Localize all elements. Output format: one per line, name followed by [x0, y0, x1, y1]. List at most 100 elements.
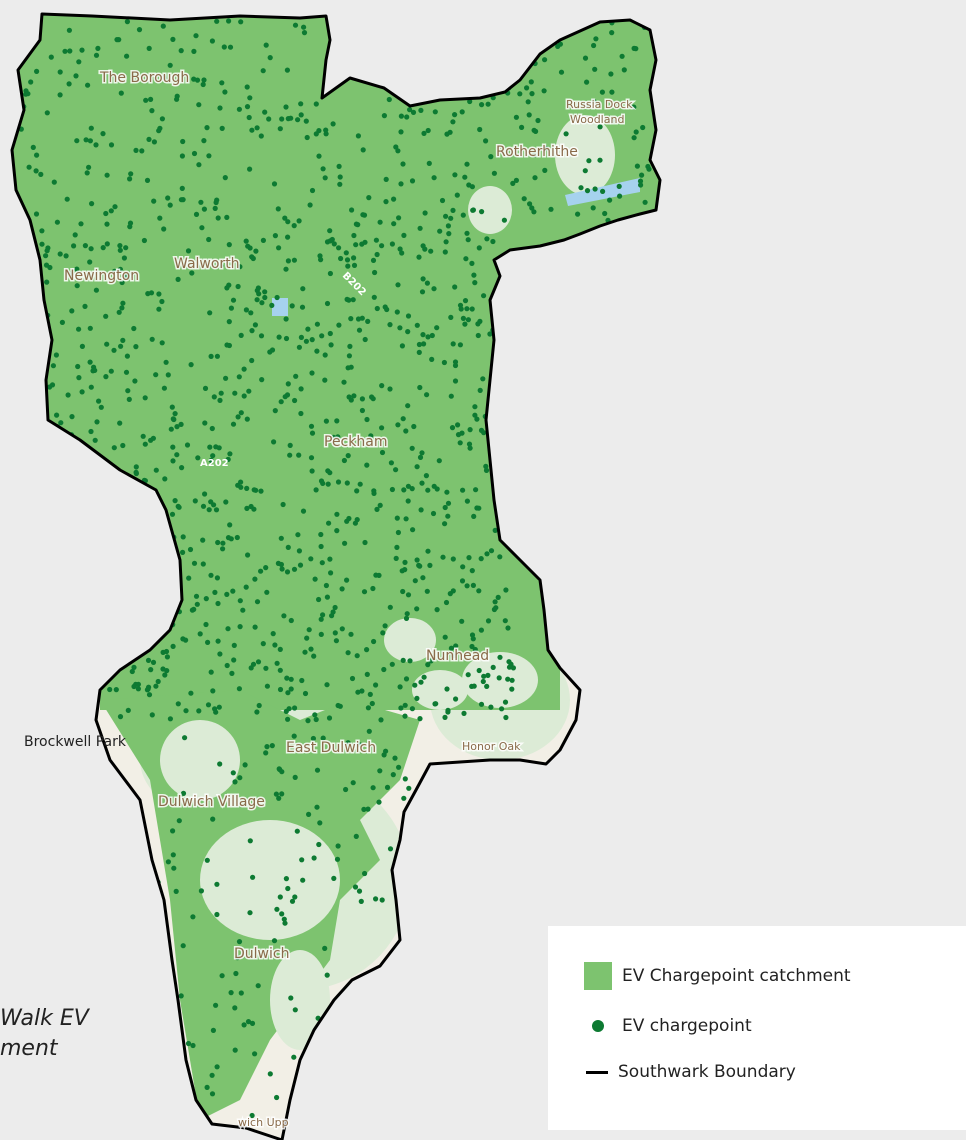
- chargepoint-dot: [74, 283, 80, 289]
- chargepoint-dot: [425, 127, 431, 134]
- chargepoint-dot: [193, 33, 199, 39]
- chargepoint-dot: [67, 48, 73, 54]
- chargepoint-dot: [121, 606, 127, 613]
- chargepoint-dot: [650, 239, 656, 245]
- chargepoint-dot: [475, 321, 481, 327]
- chargepoint-dot: [142, 395, 148, 401]
- chargepoint-dot: [246, 114, 252, 121]
- chargepoint-dot: [119, 305, 125, 311]
- chargepoint-dot: [359, 396, 365, 402]
- label-peckham: Peckham: [324, 434, 387, 450]
- chargepoint-dot: [340, 1025, 347, 1031]
- chargepoint-dot: [361, 212, 368, 218]
- chargepoint-dot: [226, 242, 232, 248]
- chargepoint-dot: [368, 433, 374, 439]
- chargepoint-dot: [263, 42, 269, 48]
- chargepoint-dot: [62, 48, 68, 54]
- chargepoint-dot: [211, 502, 217, 508]
- chargepoint-dot: [400, 657, 406, 664]
- chargepoint-dot: [183, 637, 189, 643]
- chargepoint-dot: [631, 135, 637, 141]
- chargepoint-dot: [127, 176, 133, 182]
- chargepoint-dot: [204, 857, 210, 863]
- chargepoint-dot: [97, 588, 103, 594]
- chargepoint-dot: [388, 71, 394, 77]
- chargepoint-dot: [324, 594, 330, 600]
- chargepoint-dot: [542, 57, 548, 63]
- chargepoint-dot: [143, 506, 149, 512]
- chargepoint-dot: [535, 117, 541, 124]
- chargepoint-dot: [532, 175, 538, 181]
- chargepoint-dot: [289, 898, 296, 904]
- chargepoint-dot: [54, 412, 60, 418]
- chargepoint-dot: [304, 635, 310, 641]
- chargepoint-dot: [424, 280, 430, 286]
- chargepoint-dot: [313, 101, 319, 107]
- chargepoint-dot: [252, 1051, 258, 1057]
- chargepoint-dot: [98, 404, 104, 410]
- chargepoint-dot: [338, 1046, 344, 1052]
- chargepoint-dot: [136, 631, 142, 637]
- chargepoint-dot: [129, 595, 135, 601]
- chargepoint-dot: [151, 620, 157, 626]
- chargepoint-dot: [118, 90, 124, 96]
- chargepoint-dot: [334, 511, 340, 517]
- chargepoint-dot: [336, 322, 342, 328]
- chargepoint-dot: [357, 742, 363, 748]
- chargepoint-dot: [102, 618, 108, 624]
- chargepoint-dot: [490, 664, 496, 671]
- chargepoint-dot: [292, 705, 298, 711]
- chargepoint-dot: [330, 434, 337, 440]
- chargepoint-dot: [220, 546, 226, 552]
- chargepoint-dot: [492, 22, 498, 28]
- chargepoint-dot: [43, 253, 49, 259]
- chargepoint-dot: [180, 549, 186, 556]
- chargepoint-dot: [474, 416, 480, 422]
- chargepoint-dot: [446, 48, 452, 54]
- chargepoint-dot: [185, 248, 192, 254]
- chargepoint-dot: [249, 127, 255, 133]
- chargepoint-dot: [614, 231, 620, 237]
- chargepoint-dot: [461, 710, 467, 717]
- chargepoint-dot: [174, 452, 180, 458]
- chargepoint-dot: [320, 166, 326, 172]
- chargepoint-dot: [617, 193, 623, 199]
- chargepoint-dot: [117, 420, 123, 426]
- chargepoint-dot: [429, 356, 435, 362]
- chargepoint-dot: [295, 117, 301, 123]
- chargepoint-dot: [202, 420, 208, 426]
- chargepoint-dot: [338, 255, 344, 262]
- chargepoint-dot: [180, 943, 186, 949]
- chargepoint-dot: [82, 243, 88, 249]
- chargepoint-dot: [111, 347, 117, 353]
- legend-catchment-swatch: [584, 962, 612, 990]
- chargepoint-dot: [237, 775, 243, 781]
- chargepoint-dot: [369, 700, 375, 707]
- chargepoint-dot: [452, 362, 459, 369]
- chargepoint-dot: [531, 209, 537, 215]
- southwark-boundary: [10, 12, 662, 1140]
- chargepoint-dot: [142, 441, 148, 447]
- chargepoint-dot: [317, 253, 323, 259]
- chargepoint-dot: [311, 855, 317, 861]
- chargepoint-dot: [160, 23, 166, 29]
- legend-boundary-label: Southwark Boundary: [618, 1062, 796, 1082]
- chargepoint-dot: [154, 504, 160, 510]
- chargepoint-dot: [309, 430, 316, 436]
- chargepoint-dot: [542, 167, 548, 173]
- chargepoint-dot: [212, 205, 218, 211]
- chargepoint-dot: [173, 888, 179, 895]
- chargepoint-dot: [339, 1099, 345, 1105]
- chargepoint-dot: [162, 571, 168, 577]
- chargepoint-dot: [314, 321, 320, 327]
- chargepoint-dot: [224, 662, 230, 669]
- chargepoint-dot: [487, 331, 493, 337]
- legend-item-boundary: Southwark Boundary: [584, 1062, 796, 1082]
- chargepoint-dot: [161, 226, 167, 232]
- chargepoint-dot: [276, 245, 282, 251]
- chargepoint-dot: [141, 237, 147, 244]
- chargepoint-dot: [254, 297, 260, 303]
- label-rotherhithe: Rotherhithe: [496, 144, 578, 160]
- chargepoint-dot: [395, 282, 401, 288]
- chargepoint-dot: [318, 631, 324, 638]
